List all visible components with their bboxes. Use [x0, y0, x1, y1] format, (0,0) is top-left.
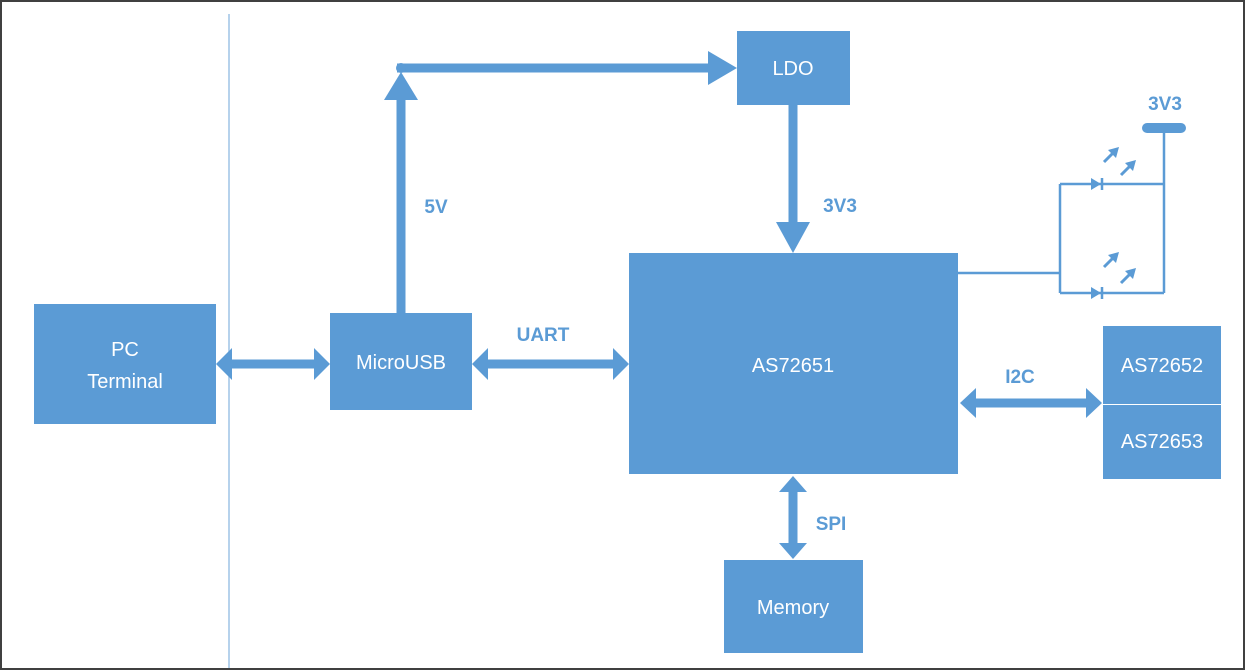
- led-top-emission-head-2: [1125, 160, 1136, 171]
- microusb-label: MicroUSB: [356, 352, 446, 374]
- power-5v-arrowhead-up: [384, 72, 418, 100]
- spi-arrowhead-up: [779, 476, 807, 492]
- i2c-label: I2C: [1005, 367, 1035, 388]
- pc-usb-link: [216, 348, 330, 380]
- pc-usb-arrowhead-right: [314, 348, 330, 380]
- ldo-block: LDO: [737, 31, 850, 105]
- led-bottom-diode-icon: [1091, 287, 1101, 299]
- memory-label: Memory: [757, 597, 829, 619]
- spi-link: [779, 476, 807, 559]
- sensor-a-label: AS72652: [1121, 355, 1203, 377]
- pc-terminal-box: [34, 304, 216, 424]
- ldo-box: [737, 31, 850, 105]
- pc-terminal-label-line2: Terminal: [87, 371, 163, 393]
- i2c-arrowhead-left: [960, 388, 976, 418]
- led-top-diode-icon: [1091, 178, 1101, 190]
- microusb-block: MicroUSB: [330, 313, 472, 410]
- ldo-out-arrowhead: [776, 222, 810, 253]
- power-5v-corner: [396, 63, 406, 73]
- led-top-emission-head-1: [1108, 147, 1119, 158]
- spi-label: SPI: [816, 514, 847, 535]
- power-5v-link: [384, 51, 737, 313]
- uart-arrowhead-left: [472, 348, 488, 380]
- power-5v-arrowhead-right: [708, 51, 737, 85]
- pc-terminal-block: PC Terminal: [34, 304, 216, 424]
- sensor-b-block: AS72653: [1103, 405, 1221, 479]
- pc-usb-arrowhead-left: [216, 348, 232, 380]
- led-circuit: [958, 123, 1186, 299]
- spi-arrowhead-down: [779, 543, 807, 559]
- sensor-b-label: AS72653: [1121, 431, 1203, 453]
- i2c-arrowhead-right: [1086, 388, 1102, 418]
- sensor-b-box: [1103, 405, 1221, 479]
- led-bottom-emission-head-2: [1125, 268, 1136, 279]
- led-bottom-emission-head-1: [1108, 252, 1119, 263]
- memory-box: [724, 560, 863, 653]
- sensor-a-block: AS72652: [1103, 326, 1221, 404]
- mcu-label: AS72651: [752, 355, 834, 377]
- pc-terminal-label-line1: PC: [111, 339, 139, 361]
- mcu-box: [629, 253, 958, 474]
- ldo-label: LDO: [772, 58, 813, 80]
- power-5v-label: 5V: [424, 197, 448, 218]
- microusb-box: [330, 313, 472, 410]
- sensor-a-box: [1103, 326, 1221, 404]
- i2c-link: [960, 388, 1102, 418]
- uart-arrowhead-right: [613, 348, 629, 380]
- memory-block: Memory: [724, 560, 863, 653]
- ldo-out-link: [776, 105, 810, 253]
- uart-link: [472, 348, 629, 380]
- ldo-out-label: 3V3: [823, 196, 857, 217]
- uart-label: UART: [517, 325, 570, 346]
- mcu-block: AS72651: [629, 253, 958, 474]
- rail-label: 3V3: [1148, 94, 1182, 115]
